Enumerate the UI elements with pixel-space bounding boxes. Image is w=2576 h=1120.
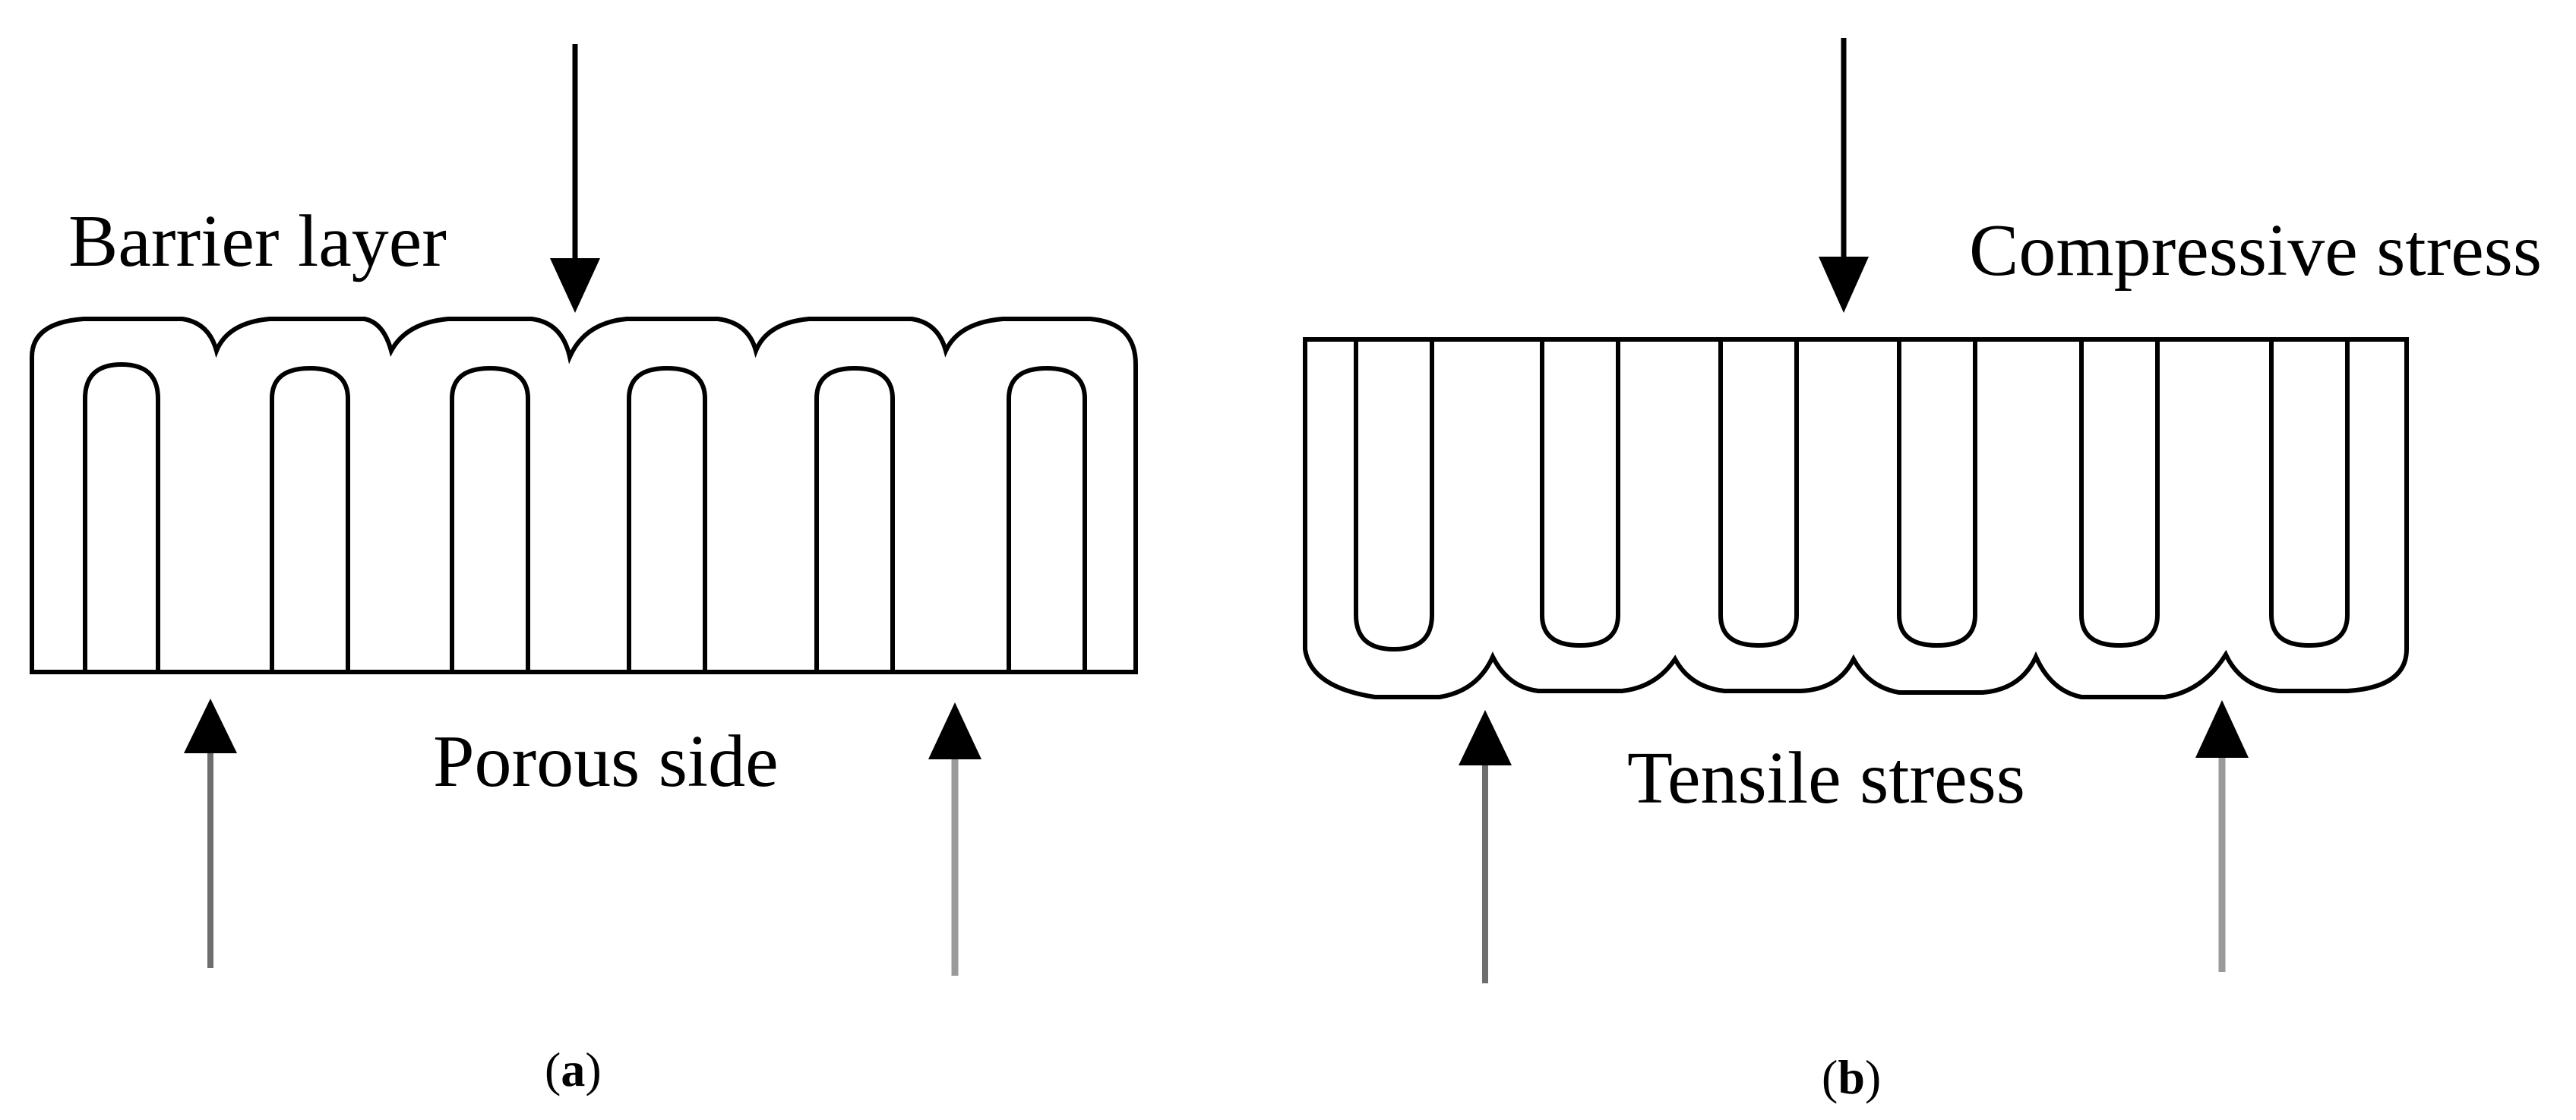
panel-b-pore-2 [1540, 339, 1620, 648]
panel-a-caption-close: ) [585, 1043, 601, 1096]
panel-b-arrow-up-right [2195, 700, 2249, 972]
panel-b-arrow-down [1819, 38, 1869, 313]
panel-a: Barrier layer Porous side (a) [30, 44, 1138, 1096]
panel-b-film-outline [1303, 337, 2409, 699]
panel-b-pore-4 [1897, 339, 1977, 648]
panel-a-label-porous-side: Porous side [433, 721, 779, 803]
panel-a-caption-letter: a [561, 1043, 585, 1096]
panel-a-pore-1 [83, 361, 160, 672]
panel-a-caption: (a) [545, 1043, 602, 1096]
panel-b-caption-open: ( [1822, 1050, 1838, 1104]
panel-b-pore-5 [2079, 339, 2160, 648]
panel-a-arrow-up-left [184, 699, 237, 968]
panel-a-arrow-up-right [928, 702, 981, 976]
panel-a-pore-2 [270, 365, 350, 672]
panel-a-label-barrier-layer: Barrier layer [68, 200, 447, 282]
panel-b-caption-close: ) [1865, 1050, 1881, 1104]
panel-a-pore-4 [627, 365, 707, 672]
panel-b-label-compressive-stress: Compressive stress [1969, 210, 2542, 292]
panel-b-caption-letter: b [1838, 1050, 1865, 1104]
panel-b-pore-3 [1718, 339, 1799, 648]
panel-a-film-outline [30, 317, 1138, 674]
panel-b: Compressive stress Tensile stress (b) [1303, 38, 2542, 1104]
panel-b-caption: (b) [1822, 1050, 1881, 1104]
panel-a-pore-6 [1007, 365, 1087, 672]
panel-a-arrow-down [550, 44, 600, 313]
panel-b-arrow-up-left [1459, 710, 1512, 983]
panel-a-pore-5 [814, 365, 895, 672]
panel-a-pore-3 [450, 365, 530, 672]
panel-b-pore-1 [1354, 339, 1434, 652]
panel-b-pore-6 [2269, 339, 2350, 648]
panel-b-label-tensile-stress: Tensile stress [1627, 737, 2025, 819]
panel-a-caption-open: ( [545, 1043, 561, 1096]
